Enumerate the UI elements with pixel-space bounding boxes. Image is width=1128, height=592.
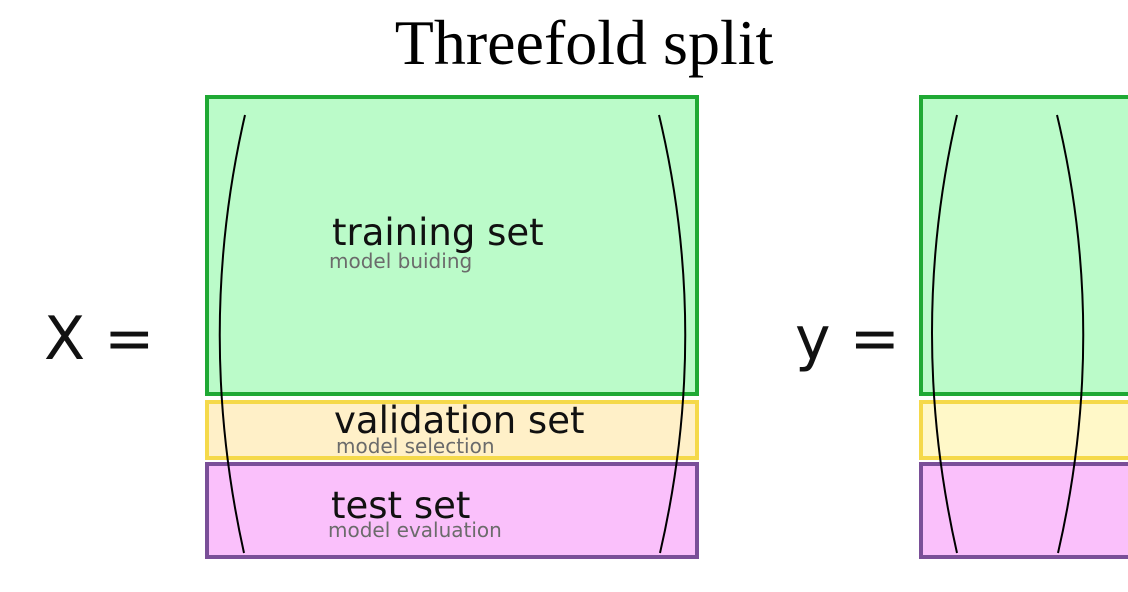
validation-set-sublabel: model selection: [336, 434, 495, 458]
training-set-label: training set: [332, 211, 544, 254]
y-equals-label: y =: [795, 304, 900, 374]
test-set-sublabel: model evaluation: [328, 518, 502, 542]
validation-set-label: validation set: [334, 399, 585, 442]
x-validation-block: [205, 400, 699, 460]
training-set-sublabel: model buiding: [329, 249, 473, 273]
y-left-bracket: [931, 114, 958, 554]
x-left-bracket: [218, 114, 246, 554]
x-test-block: [205, 462, 699, 559]
x-right-bracket: [658, 114, 687, 554]
x-training-block: [205, 95, 699, 396]
diagram-title: Threefold split: [394, 7, 774, 78]
x-equals-label: X =: [44, 304, 155, 374]
y-validation-block: [919, 400, 1128, 460]
y-right-bracket: [1056, 114, 1085, 554]
test-set-label: test set: [331, 484, 471, 527]
y-training-block: [919, 95, 1128, 396]
